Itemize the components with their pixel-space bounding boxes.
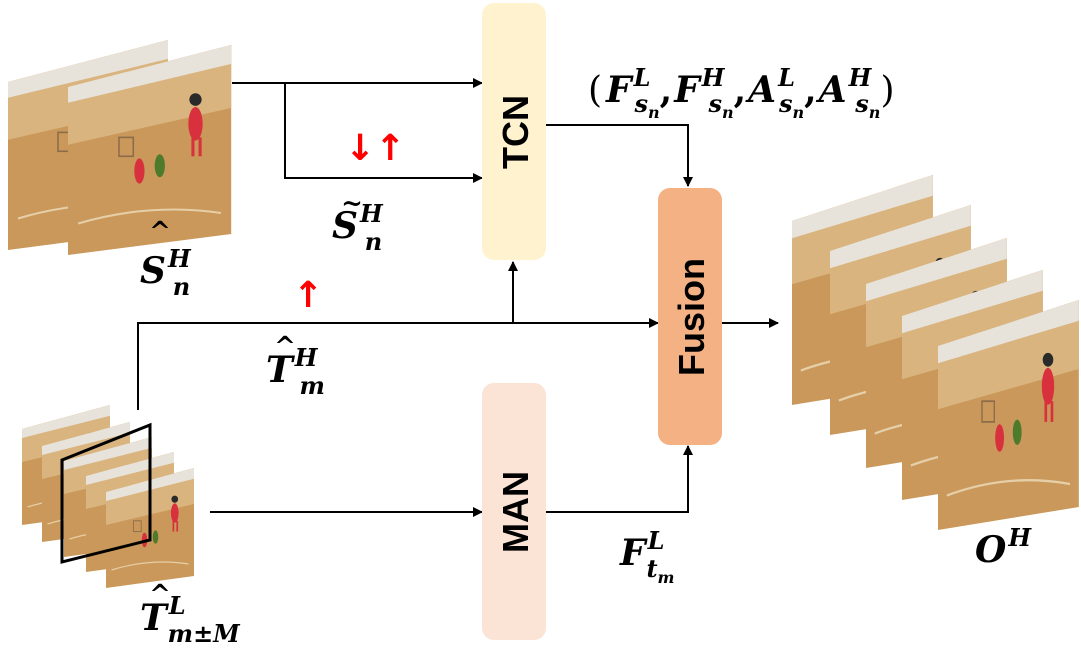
t-hat-m-pm-m-l-frames <box>21 404 195 589</box>
svg-text:OH: OH <box>975 523 1032 571</box>
man-label: MAN <box>495 471 536 553</box>
arrow-man-to-fusion <box>545 445 693 513</box>
fusion-block: Fusion <box>658 188 722 445</box>
svg-text:^: ^ <box>149 217 171 247</box>
connectors <box>137 78 779 517</box>
svg-text:THm: THm <box>266 343 325 400</box>
svg-text:^: ^ <box>149 580 171 610</box>
svg-text:SHn: SHn <box>332 199 384 256</box>
svg-text:SHn: SHn <box>140 244 192 301</box>
tcn-block: TCN <box>482 3 546 260</box>
up-marker: ↑ <box>293 275 323 316</box>
arrow-t-hat-h-to-fusion <box>137 318 659 410</box>
fusion-label: Fusion <box>671 258 712 376</box>
arrow-tcn-to-fusion <box>545 124 693 187</box>
down-up-marker: ↓↑ <box>345 128 405 169</box>
tcn-label: TCN <box>495 95 536 169</box>
man-block: MAN <box>482 383 546 640</box>
svg-text:^: ^ <box>274 332 296 362</box>
o-h-frames <box>790 173 1080 532</box>
svg-text:~: ~ <box>341 189 363 219</box>
svg-text:TLm±M: TLm±M <box>140 591 241 648</box>
arrow-s-tilde-to-tcn <box>284 83 483 183</box>
selected-frame-outline <box>60 422 152 564</box>
label-o-h: OH <box>975 523 1032 571</box>
s-hat-n-h-frames <box>6 38 233 257</box>
